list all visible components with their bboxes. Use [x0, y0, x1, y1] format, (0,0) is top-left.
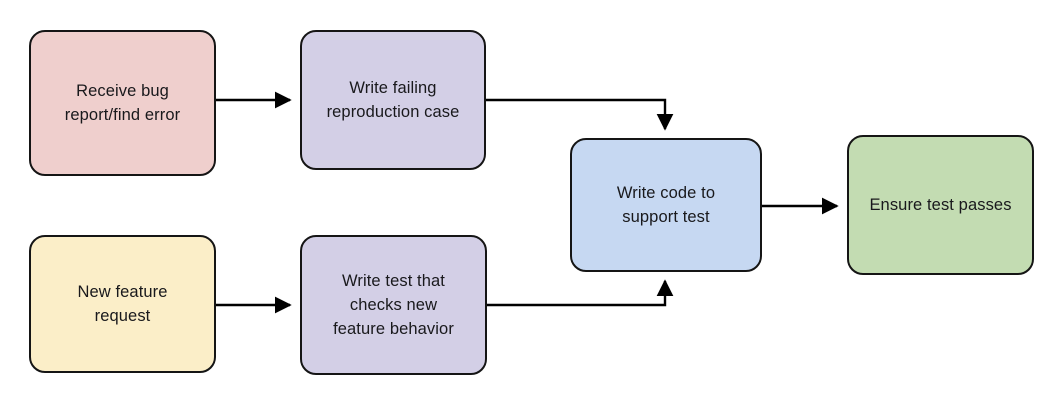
- node-label-receive-bug-report: Receive bug report/find error: [64, 82, 181, 124]
- node-write-code-to-support-test[interactable]: Write code to support test: [570, 138, 762, 272]
- node-label-new-feature-request: New feature request: [77, 283, 168, 325]
- node-label-write-failing-reproduction-case: Write failing reproduction case: [326, 79, 460, 121]
- node-write-failing-reproduction-case[interactable]: Write failing reproduction case: [300, 30, 486, 170]
- node-ensure-test-passes[interactable]: Ensure test passes: [847, 135, 1034, 275]
- node-write-test-checks-new-feature[interactable]: Write test that checks new feature behav…: [300, 235, 487, 375]
- node-receive-bug-report[interactable]: Receive bug report/find error: [29, 30, 216, 176]
- node-new-feature-request[interactable]: New feature request: [29, 235, 216, 373]
- node-label-ensure-test-passes: Ensure test passes: [869, 196, 1012, 214]
- edge-write-test-to-write-code: [487, 279, 674, 307]
- node-label-write-code-to-support-test: Write code to support test: [616, 184, 716, 226]
- node-label-write-test-checks-new-feature: Write test that checks new feature behav…: [333, 272, 454, 338]
- edge-reproduction-to-write-code: [486, 98, 674, 131]
